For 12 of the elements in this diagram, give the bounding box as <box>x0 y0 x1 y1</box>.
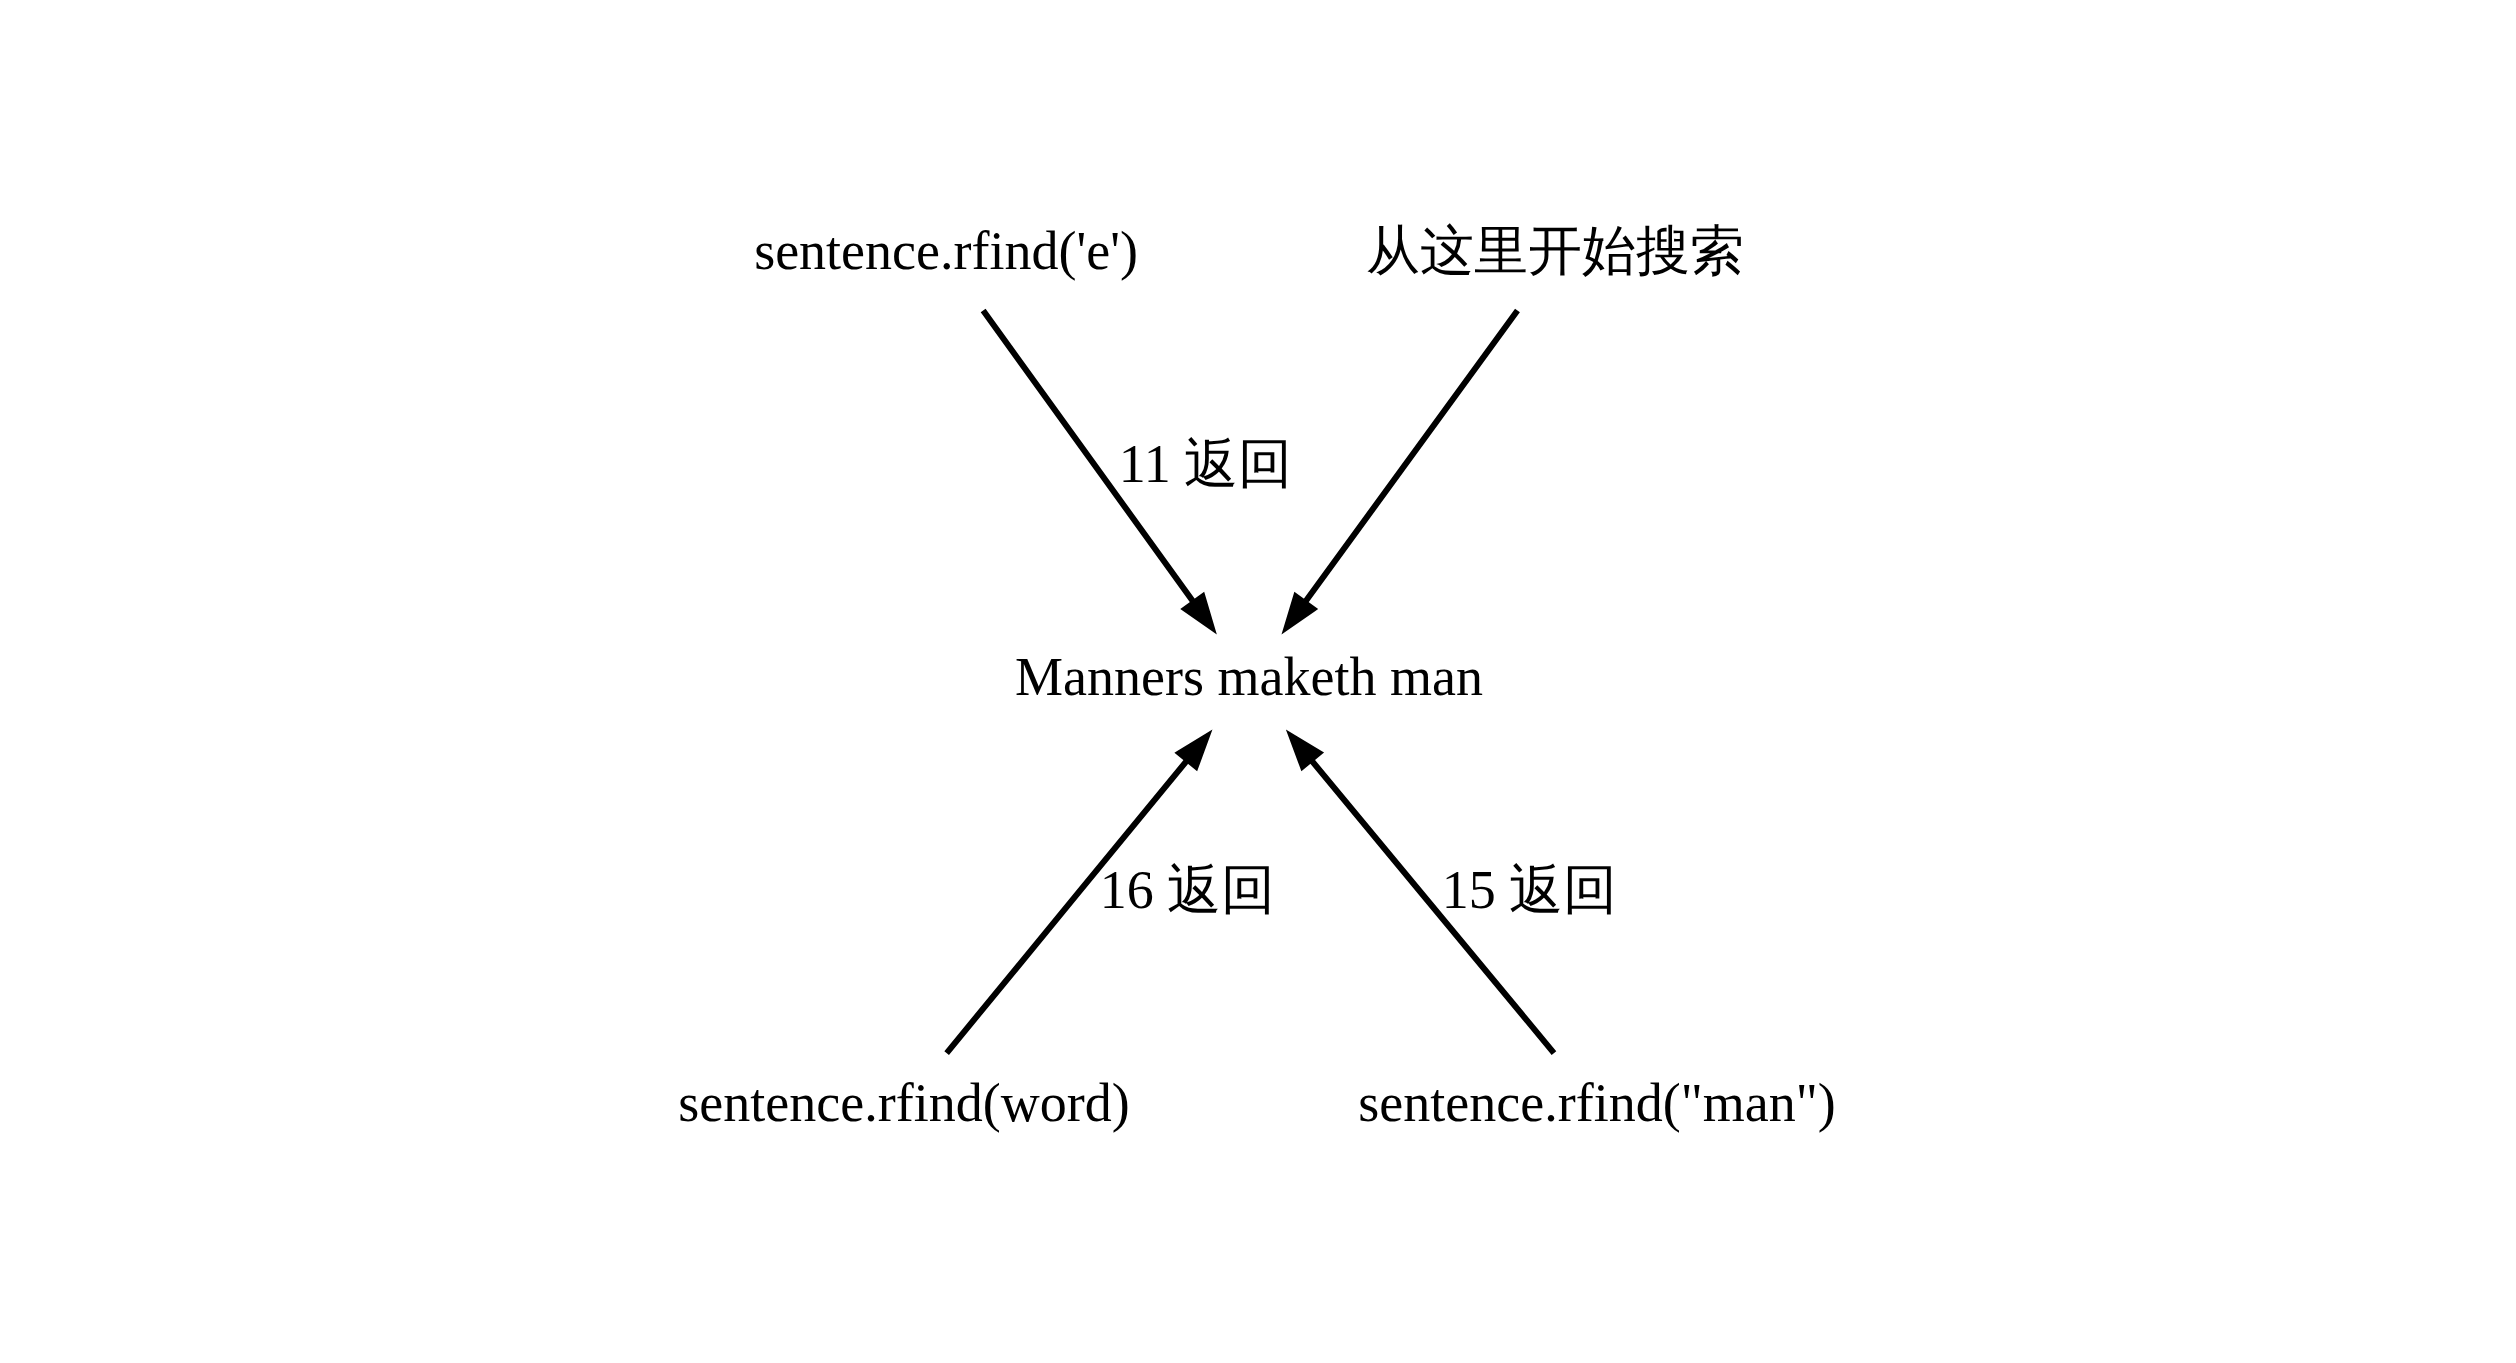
node-text: sentence.rfind(word) <box>678 1072 1130 1133</box>
arrow <box>980 308 1217 634</box>
node-text: sentence.rfind('e') <box>754 220 1138 281</box>
node-text: Manners maketh man <box>1015 646 1483 707</box>
node-text: sentence.rfind("man") <box>1358 1072 1836 1133</box>
edge-label: 11 返回 <box>1118 433 1293 494</box>
arrow <box>944 729 1213 1055</box>
edge-label: 16 返回 <box>1099 859 1276 920</box>
arrow <box>1281 308 1520 634</box>
node-text: 从这里开始搜索 <box>1366 220 1744 281</box>
arrow <box>1285 729 1557 1055</box>
edge-label: 15 返回 <box>1441 859 1618 920</box>
